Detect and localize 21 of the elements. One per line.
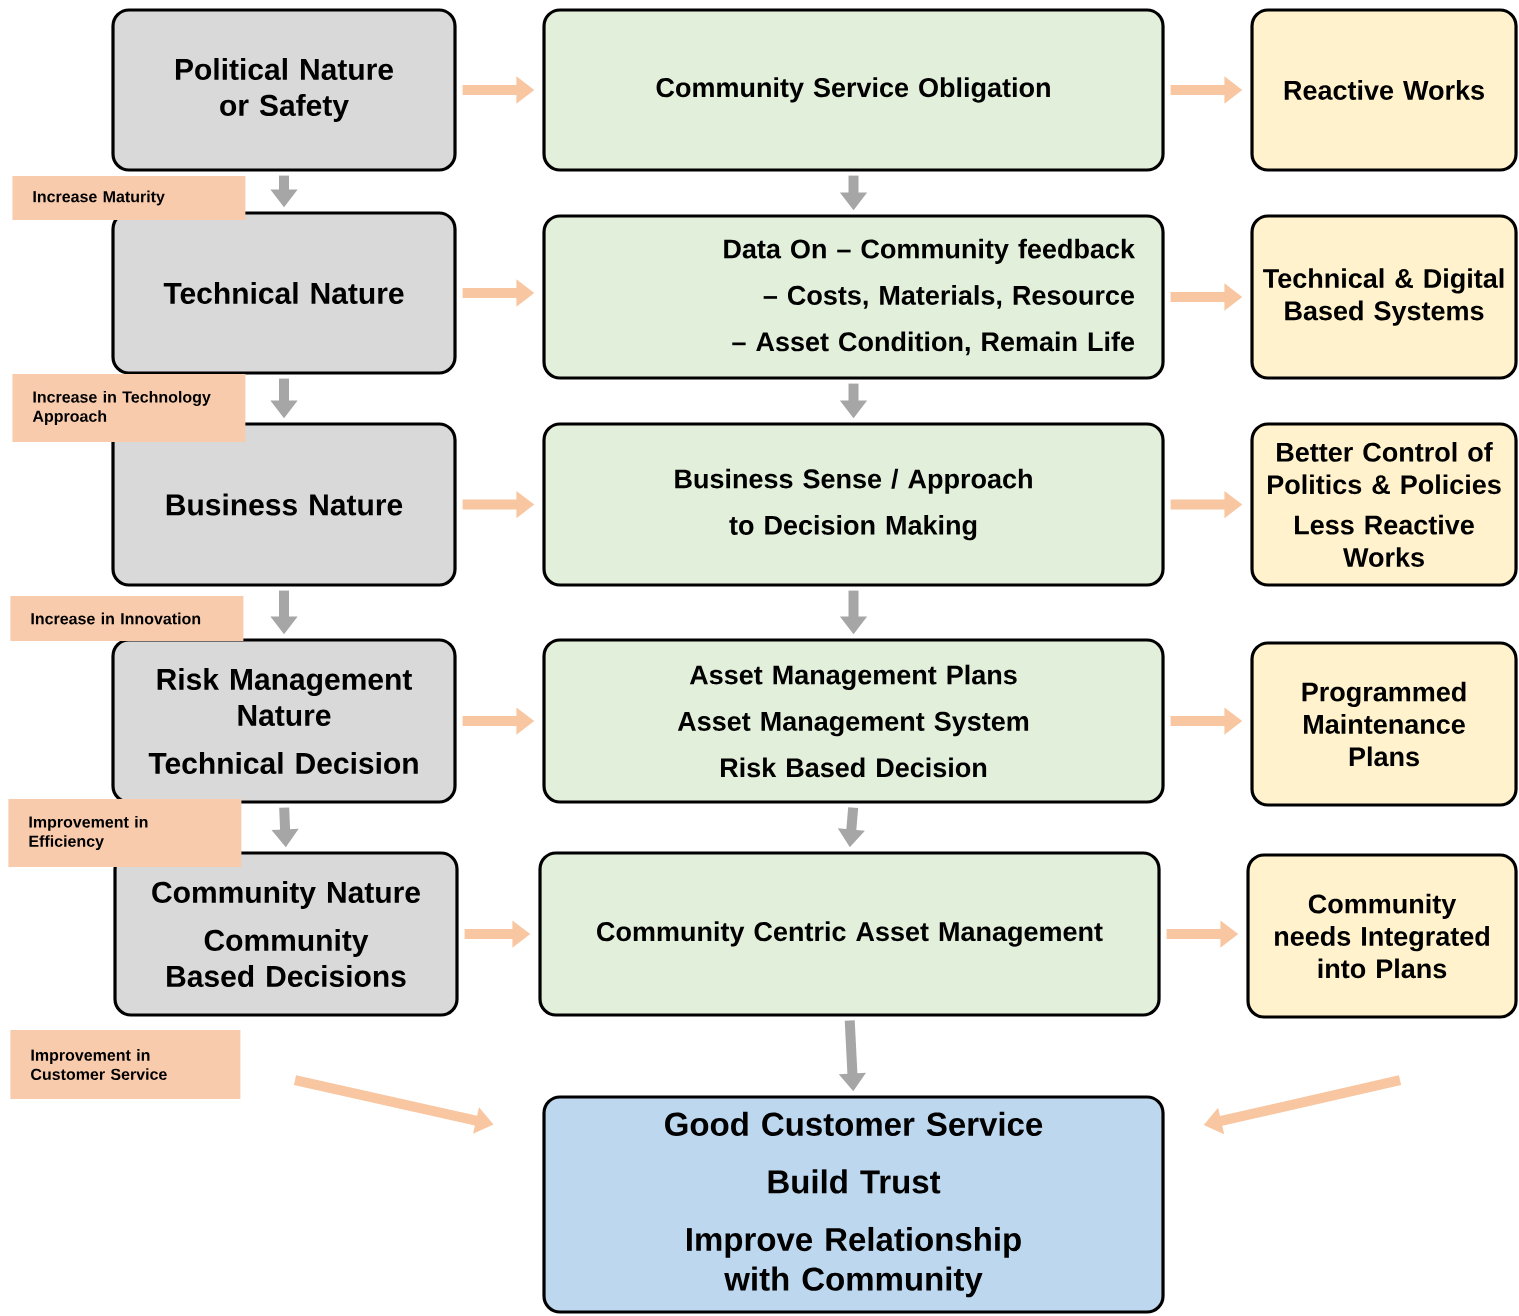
outcome-box: Better Control of Politics & Policies Less Reactive Works: [1250, 422, 1518, 587]
outcome-box: Reactive Works: [1250, 8, 1518, 172]
nature-box: Community Nature Community Based Decisions: [113, 851, 459, 1017]
nature-box: Political Nature or Safety: [111, 8, 457, 172]
process-box: Asset Management Plans Asset Management System Risk Based Decision: [542, 638, 1165, 804]
outcome-box: Community needs Integrated into Plans: [1246, 853, 1518, 1019]
process-box: Community Centric Asset Management: [538, 851, 1161, 1017]
improvement-tag: Increase Maturity: [12, 176, 246, 220]
improvement-tag: Improvement in Efficiency: [8, 799, 242, 867]
improvement-tag: Increase in Technology Approach: [12, 374, 246, 442]
process-box: Data On – Community feedback – Costs, Materials, Resource – Asset Condition, Remain Life: [542, 214, 1165, 380]
outcome-box: Programmed Maintenance Plans: [1250, 641, 1518, 807]
nature-box: Risk Management Nature Technical Decision: [111, 638, 457, 804]
improvement-tag: Improvement in Customer Service: [10, 1030, 241, 1099]
process-box: Business Sense / Approach to Decision Making: [542, 422, 1165, 587]
improvement-tag: Increase in Innovation: [10, 596, 244, 641]
outcome-box: Technical & Digital Based Systems: [1250, 214, 1518, 380]
nature-box: Technical Nature: [111, 211, 457, 375]
result-box: Good Customer Service Build Trust Improve Relationship with Community: [542, 1095, 1165, 1314]
process-box: Community Service Obligation: [542, 8, 1165, 172]
nature-box: Business Nature: [111, 422, 457, 587]
